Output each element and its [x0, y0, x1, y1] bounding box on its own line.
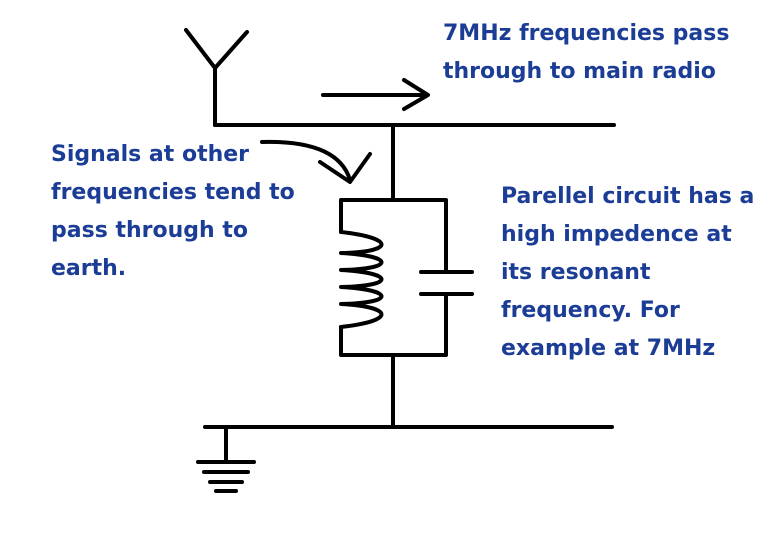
- other-frequencies-note: Signals at other frequencies tend to pas…: [51, 136, 295, 288]
- capacitor-icon: [419, 270, 474, 296]
- tank-circuit-frame: [339, 198, 448, 357]
- other-frequencies-line-3: pass through to: [51, 218, 248, 243]
- inductor-icon: [339, 230, 384, 329]
- parallel-circuit-note: Parellel circuit has a high impedence at…: [501, 178, 754, 368]
- other-frequencies-line-4: earth.: [51, 256, 127, 281]
- pass-through-line-2: through to main radio: [443, 59, 716, 84]
- antenna-icon: [184, 28, 249, 127]
- other-frequencies-arrow: [260, 139, 372, 184]
- pass-through-arrow: [321, 78, 430, 111]
- parallel-circuit-line-4: frequency. For: [501, 298, 680, 323]
- ground-icon: [196, 425, 256, 493]
- parallel-circuit-line-5: example at 7MHz: [501, 336, 716, 361]
- pass-through-line-1: 7MHz frequencies pass: [443, 21, 730, 46]
- parallel-circuit-line-3: its resonant: [501, 260, 651, 285]
- pass-through-note: 7MHz frequencies pass through to main ra…: [443, 15, 729, 91]
- other-frequencies-line-2: frequencies tend to: [51, 180, 295, 205]
- other-frequencies-line-1: Signals at other: [51, 142, 250, 167]
- parallel-circuit-line-1: Parellel circuit has a: [501, 184, 755, 209]
- parallel-circuit-line-2: high impedence at: [501, 222, 732, 247]
